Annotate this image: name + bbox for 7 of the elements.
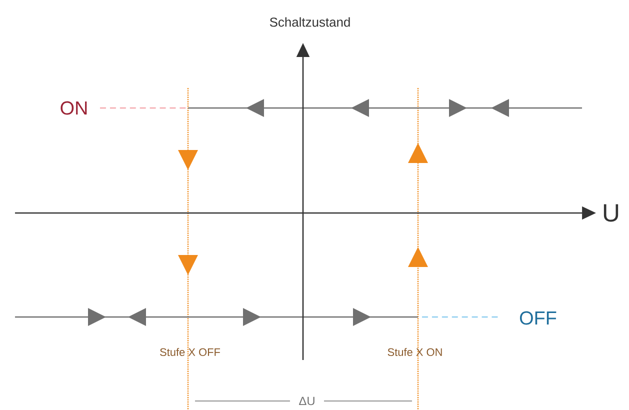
threshold-label: Stufe X OFF <box>160 348 220 356</box>
axis-label: U <box>604 204 618 222</box>
state-label: ON <box>60 101 87 115</box>
state-label: OFF <box>520 311 556 325</box>
axis-title: Schaltzustand <box>270 17 350 27</box>
dimension-label: ΔU <box>299 396 314 406</box>
threshold-label: Stufe X ON <box>388 348 442 356</box>
